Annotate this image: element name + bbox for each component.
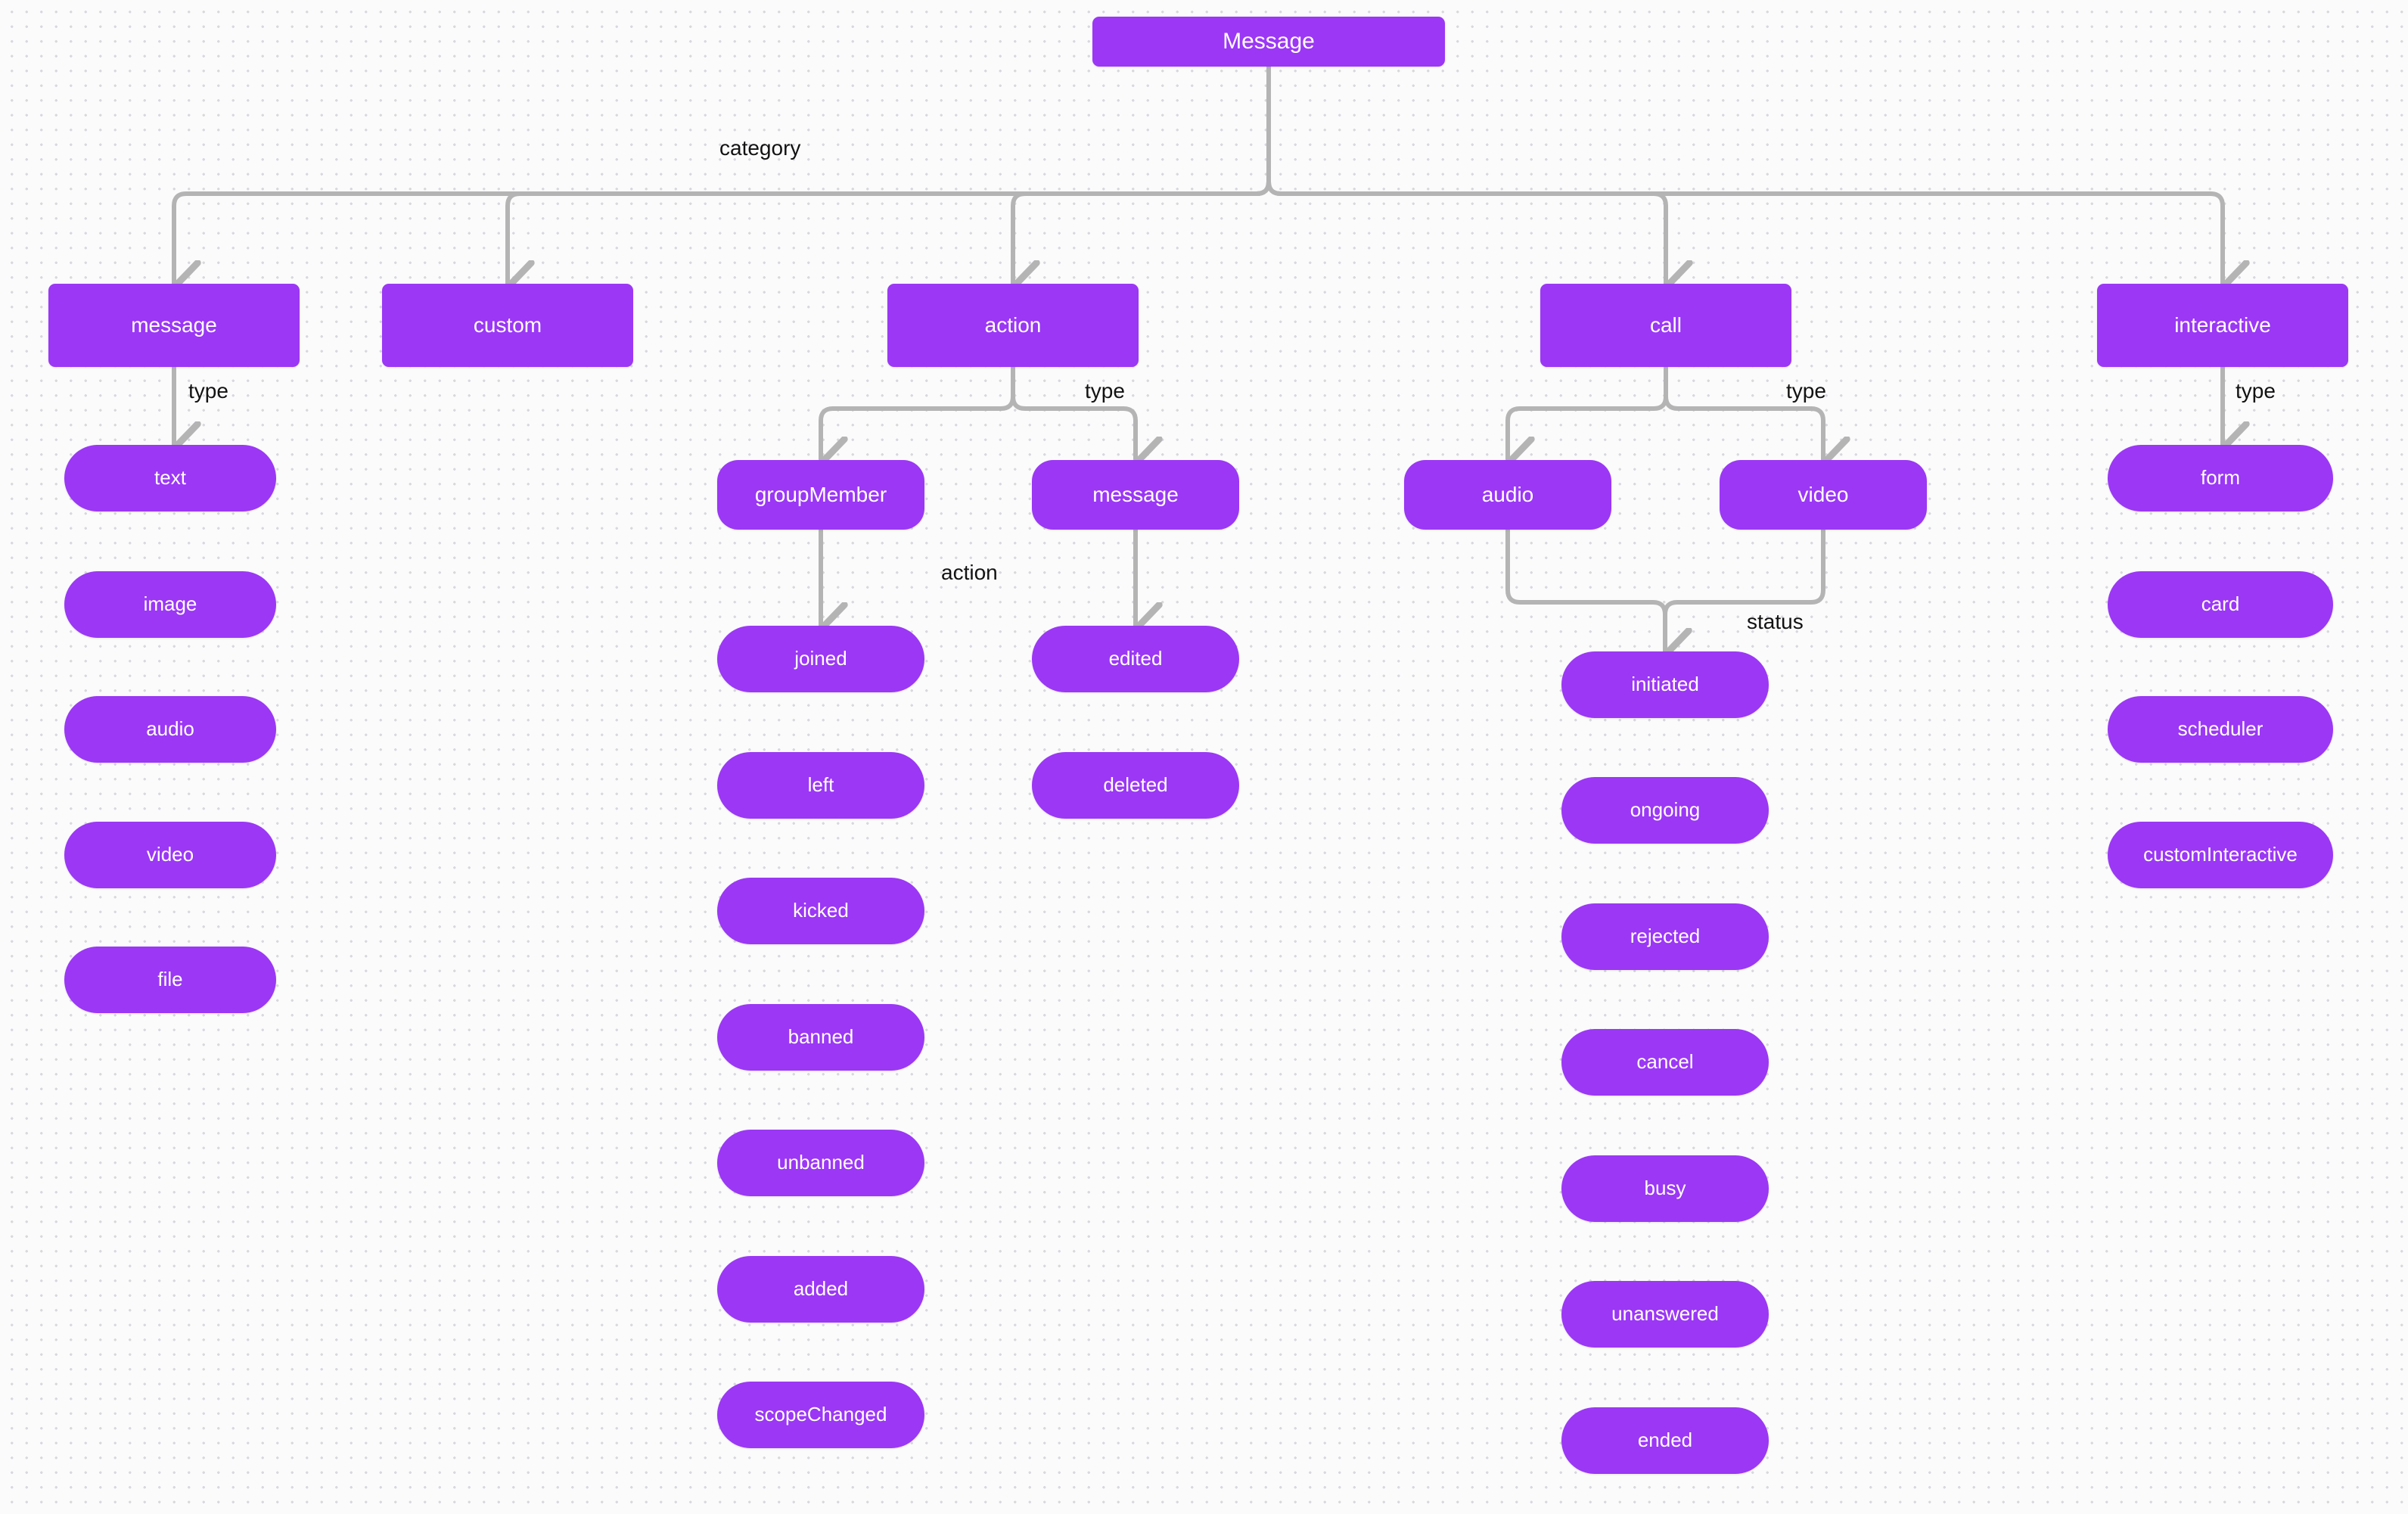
node-call-busy[interactable]: busy (1561, 1155, 1769, 1222)
node-groupmember-scopechanged[interactable]: scopeChanged (717, 1382, 924, 1448)
edge-label-call-type: type (1786, 379, 1826, 403)
node-call-rejected[interactable]: rejected (1561, 903, 1769, 970)
node-message-file[interactable]: file (64, 947, 276, 1013)
node-action[interactable]: action (887, 284, 1139, 367)
node-action-message-edited[interactable]: edited (1032, 626, 1239, 692)
node-call-unanswered[interactable]: unanswered (1561, 1281, 1769, 1348)
node-groupmember-banned[interactable]: banned (717, 1004, 924, 1071)
node-message-audio[interactable]: audio (64, 696, 276, 763)
node-interactive[interactable]: interactive (2097, 284, 2348, 367)
node-call-ended[interactable]: ended (1561, 1407, 1769, 1474)
edge-label-action-type: type (1085, 379, 1125, 403)
node-groupmember-joined[interactable]: joined (717, 626, 924, 692)
node-interactive-form[interactable]: form (2108, 445, 2333, 511)
node-interactive-scheduler[interactable]: scheduler (2108, 696, 2333, 763)
edge-root-interactive (1266, 64, 2223, 284)
edge-label-groupmember-action: action (941, 561, 998, 584)
node-interactive-custominteractive[interactable]: customInteractive (2108, 822, 2333, 888)
node-call[interactable]: call (1540, 284, 1791, 367)
node-groupmember-added[interactable]: added (717, 1256, 924, 1323)
edge-call-audio (1508, 365, 1668, 460)
node-root[interactable]: Message (1092, 17, 1445, 67)
edge-root-call (1266, 64, 1666, 284)
node-custom[interactable]: custom (382, 284, 633, 367)
node-action-message-deleted[interactable]: deleted (1032, 752, 1239, 819)
node-groupmember[interactable]: groupMember (717, 460, 924, 530)
node-groupmember-unbanned[interactable]: unbanned (717, 1130, 924, 1196)
node-groupmember-kicked[interactable]: kicked (717, 878, 924, 944)
node-message-image[interactable]: image (64, 571, 276, 638)
edge-root-action (1013, 64, 1271, 284)
edge-label-category: category (719, 136, 801, 160)
node-message[interactable]: message (48, 284, 300, 367)
node-call-initiated[interactable]: initiated (1561, 651, 1769, 718)
edge-label-call-status: status (1747, 610, 1804, 633)
node-message-video[interactable]: video (64, 822, 276, 888)
edge-label-message-type: type (188, 379, 228, 403)
edge-label-interactive-type: type (2236, 379, 2276, 403)
edge-action-groupmember (821, 365, 1015, 460)
node-call-video[interactable]: video (1720, 460, 1927, 530)
node-action-message[interactable]: message (1032, 460, 1239, 530)
node-call-audio[interactable]: audio (1404, 460, 1611, 530)
node-call-ongoing[interactable]: ongoing (1561, 777, 1769, 844)
edge-root-custom (508, 64, 1271, 284)
node-call-cancel[interactable]: cancel (1561, 1029, 1769, 1096)
node-message-text[interactable]: text (64, 445, 276, 511)
edge-audio-initiated (1505, 527, 1665, 651)
node-interactive-card[interactable]: card (2108, 571, 2333, 638)
edge-root-message (174, 64, 1271, 284)
node-groupmember-left[interactable]: left (717, 752, 924, 819)
